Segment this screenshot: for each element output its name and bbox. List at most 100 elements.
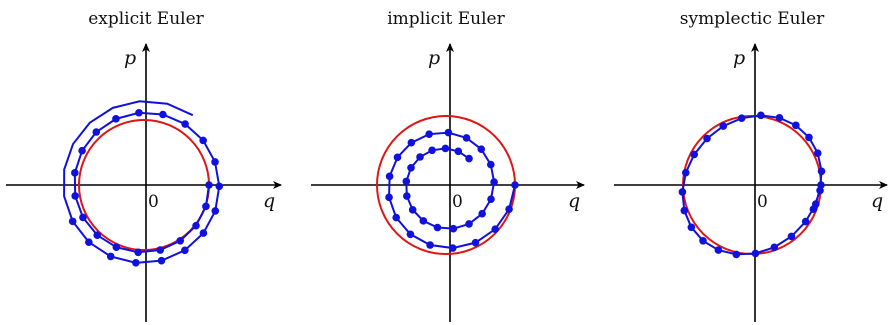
- trajectory-point: [106, 252, 115, 261]
- y-axis-label: p: [428, 47, 440, 69]
- x-axis-label: q: [871, 190, 883, 212]
- trajectory-point: [92, 128, 101, 136]
- trajectory-point: [448, 244, 457, 252]
- trajectory-point: [792, 121, 800, 130]
- trajectory-point: [491, 225, 500, 234]
- trajectory-point: [157, 256, 166, 265]
- trajectory-point: [505, 205, 513, 213]
- trajectory-point: [809, 205, 818, 213]
- panel-title: symplectic Euler: [680, 9, 825, 29]
- origin-label: 0: [452, 192, 463, 212]
- trajectory-point: [407, 138, 416, 147]
- trajectory-point: [714, 246, 723, 254]
- trajectory-point: [407, 163, 415, 172]
- trajectory-point: [408, 206, 417, 214]
- trajectory-point: [433, 223, 442, 232]
- trajectory-point: [426, 241, 434, 249]
- trajectory-point: [416, 153, 424, 161]
- trajectory-point: [680, 206, 689, 215]
- trajectory-point: [402, 177, 411, 186]
- numerical-trajectory: [385, 128, 519, 252]
- trajectory-point: [751, 249, 760, 258]
- trajectory-point: [156, 246, 165, 254]
- trajectory-point: [85, 238, 93, 246]
- trajectory-point: [192, 221, 200, 230]
- x-axis-label: q: [568, 190, 580, 212]
- trajectory-point: [134, 248, 142, 257]
- trajectory-point: [393, 153, 402, 162]
- trajectory-point: [490, 178, 498, 186]
- trajectory-point: [199, 136, 207, 145]
- panel-title: explicit Euler: [88, 9, 204, 29]
- trajectory-point: [199, 229, 208, 237]
- trajectory-point: [78, 146, 86, 155]
- trajectory-point: [419, 217, 428, 225]
- trajectory-point: [681, 168, 690, 177]
- trajectory-point: [465, 154, 473, 163]
- trajectory-point: [385, 172, 394, 181]
- numerical-trajectory: [678, 111, 826, 259]
- trajectory-point: [770, 243, 779, 252]
- trajectory-point: [486, 160, 495, 169]
- trajectory-point: [93, 231, 102, 239]
- trajectory-point: [477, 145, 486, 153]
- numerical-trajectory: [63, 100, 224, 267]
- trajectory-point: [775, 113, 784, 122]
- x-axis-label: q: [263, 190, 275, 212]
- trajectory-point: [202, 202, 210, 211]
- trajectory-point: [215, 182, 224, 191]
- trajectory-point: [135, 108, 143, 117]
- trajectory-point: [71, 192, 79, 200]
- trajectory-point: [816, 186, 824, 195]
- panel-implicit-euler: implicit Euler q p 0: [311, 9, 585, 322]
- trajectory-point: [687, 223, 696, 232]
- trajectory-point: [132, 259, 140, 267]
- trajectory-point: [159, 110, 167, 119]
- trajectory-point: [392, 213, 401, 222]
- trajectory-point: [787, 232, 796, 241]
- trajectory-point: [813, 149, 822, 157]
- trajectory-point: [805, 133, 813, 142]
- trajectory-point: [79, 213, 87, 222]
- trajectory-point: [471, 238, 480, 247]
- trajectory-point: [441, 144, 450, 153]
- trajectory-point: [68, 217, 77, 226]
- origin-label: 0: [757, 192, 768, 212]
- trajectory-point: [487, 195, 495, 203]
- origin-label: 0: [148, 192, 159, 212]
- panel-explicit-euler: explicit Euler q p 0: [6, 9, 282, 322]
- trajectory-point: [205, 181, 213, 189]
- trajectory-point: [406, 230, 415, 239]
- trajectory-point: [385, 193, 393, 202]
- trajectory-point: [732, 250, 741, 259]
- y-axis-label: p: [124, 47, 136, 69]
- y-axis-label: p: [733, 47, 745, 69]
- trajectory-point: [690, 150, 698, 159]
- trajectory-point: [757, 111, 765, 120]
- trajectory-point: [71, 169, 79, 177]
- trajectory-point: [112, 243, 121, 251]
- trajectory-point: [719, 122, 728, 130]
- trajectory-point: [703, 134, 711, 143]
- trajectory-point: [462, 134, 471, 142]
- trajectory-line: [63, 100, 221, 264]
- trajectory-point: [211, 158, 219, 166]
- trajectory-point: [449, 224, 458, 233]
- panel-title: implicit Euler: [387, 9, 505, 29]
- trajectory-point: [678, 188, 687, 196]
- trajectory-point: [801, 217, 810, 226]
- trajectory-point: [444, 128, 453, 137]
- trajectory-point: [176, 236, 185, 245]
- trajectory-point: [181, 120, 189, 128]
- trajectory-point: [465, 220, 473, 228]
- trajectory-point: [817, 167, 826, 176]
- trajectory-point: [211, 207, 220, 215]
- trajectory-point: [403, 192, 411, 200]
- trajectory-point: [737, 114, 746, 122]
- trajectory-point: [511, 181, 519, 189]
- trajectory-point: [478, 209, 486, 218]
- trajectory-point: [425, 130, 433, 138]
- trajectory-point: [699, 237, 707, 245]
